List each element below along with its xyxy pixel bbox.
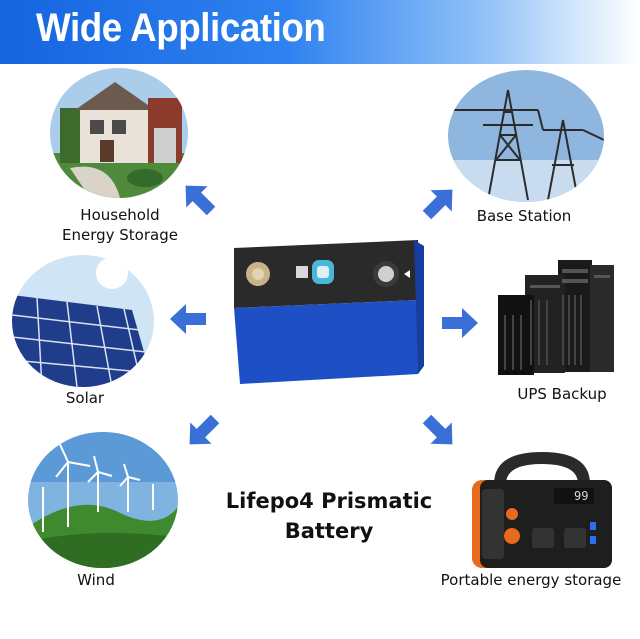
solar-label: Solar [65,389,105,407]
battery-image [228,238,424,384]
wind-label: Wind [77,571,115,589]
household-label: Household Energy Storage [62,206,178,244]
portable-power-station-image: 99 [466,444,618,570]
portable-label: Portable energy storage [440,571,622,589]
base-station-image [448,70,604,202]
base-station-label: Base Station [476,207,572,225]
arrow-to-wind-icon [180,408,226,454]
power-display-readout: 99 [574,489,589,503]
ups-label: UPS Backup [517,385,607,403]
header-banner: Wide Application [0,0,640,64]
arrow-to-household-icon [176,176,222,222]
wind-image [28,432,178,568]
solar-image [12,255,154,387]
arrow-to-ups-icon [436,300,482,346]
ups-image [490,255,622,380]
arrow-to-portable-icon [416,408,462,454]
household-image [50,68,188,198]
arrow-to-base-station-icon [416,180,462,226]
arrow-to-solar-icon [166,296,212,342]
page-title: Wide Application [36,6,326,50]
product-title: Lifepo4 Prismatic Battery [225,489,433,543]
